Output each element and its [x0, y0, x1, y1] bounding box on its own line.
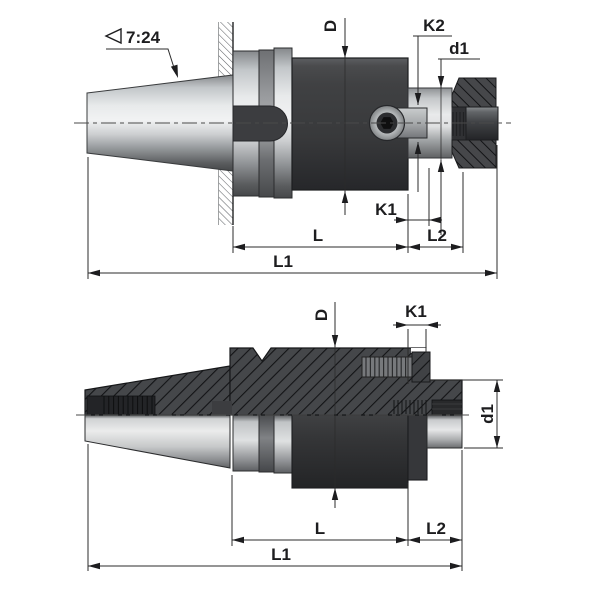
l2-label-top: L2: [427, 226, 447, 245]
hex-socket-icon: [380, 117, 394, 129]
k1-label-top: K1: [375, 200, 397, 219]
l2-label-bottom: L2: [426, 519, 446, 538]
dim-taper: 7:24: [104, 27, 178, 78]
v-flange-lower: [232, 414, 293, 474]
taper-shank-lower: [84, 414, 231, 469]
dim-k1-top: K1: [375, 168, 442, 253]
dim-l2-top: L2: [408, 172, 464, 253]
spigot-bore: [431, 399, 463, 416]
dim-k2-top: K2: [413, 16, 452, 192]
taper-label: 7:24: [126, 28, 161, 47]
dim-d1-top: d1: [437, 39, 480, 235]
spigot-thread: [393, 400, 427, 414]
l-label-top: L: [313, 226, 323, 245]
d-label-bottom: D: [312, 309, 331, 321]
dim-d1-bottom: d1: [429, 379, 503, 449]
main-body: [291, 57, 409, 191]
set-screw: [361, 348, 431, 383]
d-label-top: D: [321, 20, 340, 32]
section-upper: [84, 347, 463, 416]
k1-label-bottom: K1: [405, 302, 427, 321]
spigot-lower: [426, 414, 463, 449]
dim-l-top: L: [232, 226, 408, 253]
dim-d-top: D: [321, 18, 349, 215]
cap-screw-head: [368, 104, 406, 142]
drive-slot: [232, 105, 289, 142]
collar-lower: [407, 414, 428, 481]
top-view: 7:24 D K2 d1 K1: [74, 16, 511, 279]
k2-label: K2: [423, 16, 445, 35]
main-body-lower: [291, 414, 409, 489]
clamp-nut-section: [451, 77, 499, 169]
bottom-view: D K1 d1 L L2 L1: [76, 302, 503, 571]
dim-l1-bottom: L1: [87, 444, 462, 571]
l-label-bottom: L: [315, 519, 325, 538]
l1-label-bottom: L1: [271, 545, 291, 564]
dim-l2-bottom: L2: [408, 450, 463, 571]
dim-d-bottom: D: [312, 302, 339, 508]
d1-label-top: d1: [449, 39, 469, 58]
dim-k1-bottom: K1: [393, 302, 441, 384]
dim-l1-top: L1: [87, 145, 498, 279]
taper-symbol-icon: [104, 27, 122, 45]
drawbar-thread-bore: [86, 395, 232, 416]
d1-label-bottom: d1: [478, 404, 497, 424]
l1-label-top: L1: [273, 252, 293, 271]
dim-l-bottom: L: [231, 475, 409, 546]
